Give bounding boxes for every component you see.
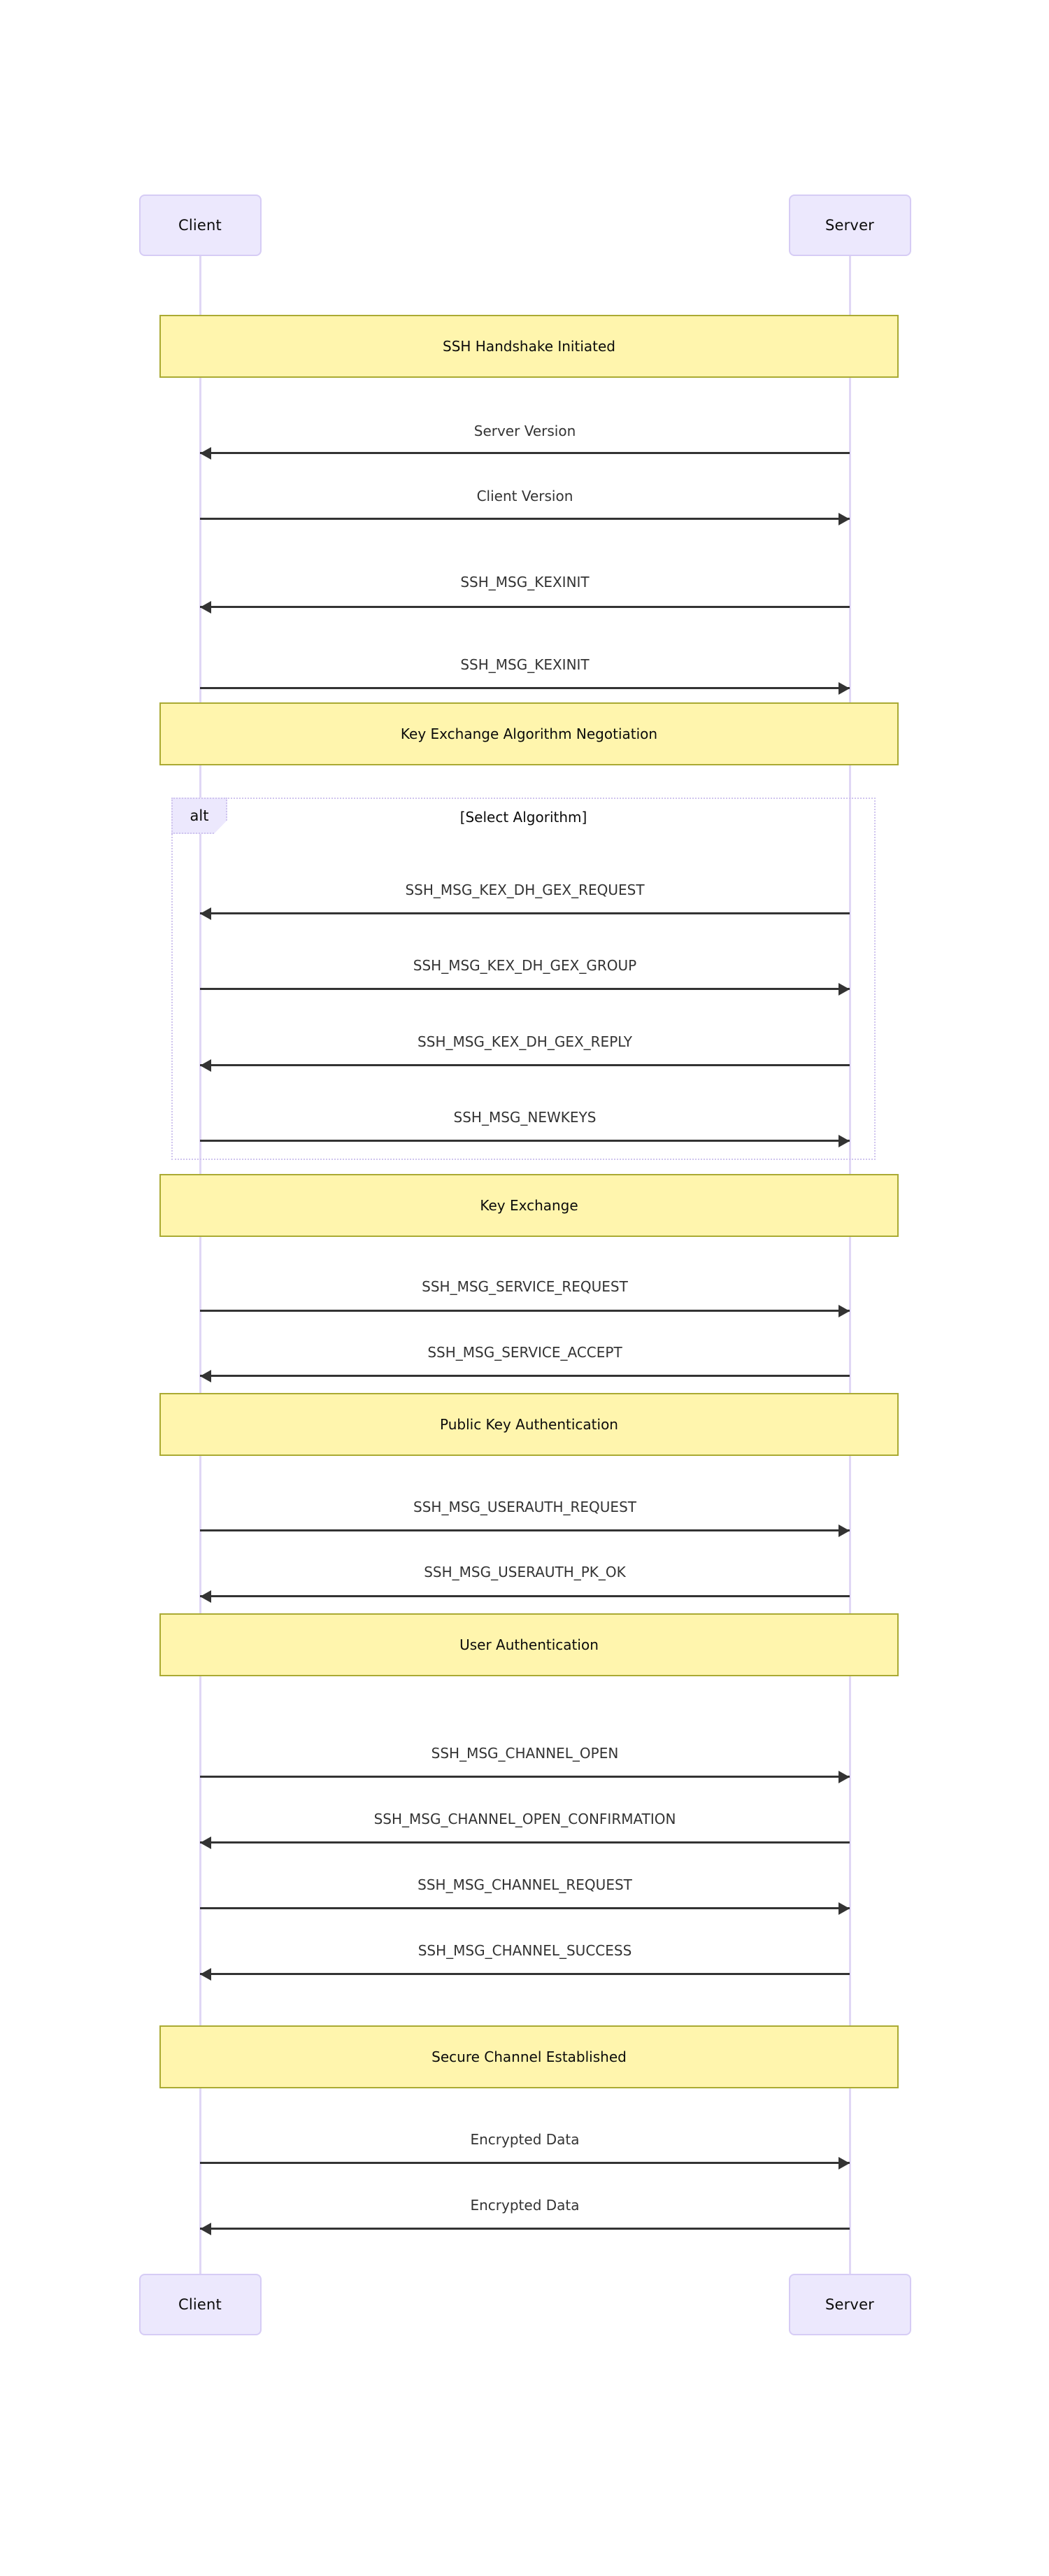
message-line-m15 [200, 1907, 850, 1909]
message-label-m04: SSH_MSG_KEXINIT [460, 656, 590, 673]
alt-block [171, 798, 876, 1160]
message-line-m11 [200, 1529, 850, 1531]
arrow-head-right-icon [839, 1134, 850, 1147]
note-label: User Authentication [459, 1636, 599, 1653]
arrow-head-right-icon [839, 2156, 850, 2170]
message-label-m02: Client Version [476, 488, 573, 504]
note-note-pubkey-auth: Public Key Authentication [159, 1393, 899, 1456]
message-label-m16: SSH_MSG_CHANNEL_SUCCESS [418, 1942, 632, 1959]
message-label-m05: SSH_MSG_KEX_DH_GEX_REQUEST [405, 882, 645, 898]
arrow-head-left-icon [200, 1967, 211, 1981]
actor-box-client-top[interactable]: Client [138, 194, 262, 256]
message-line-m07 [200, 1064, 850, 1066]
actor-box-server-top[interactable]: Server [788, 194, 911, 256]
note-label: SSH Handshake Initiated [443, 338, 615, 355]
lifeline-server [849, 256, 851, 2274]
arrow-head-left-icon [200, 446, 211, 460]
arrow-head-right-icon [839, 512, 850, 525]
message-label-m15: SSH_MSG_CHANNEL_REQUEST [418, 1876, 632, 1893]
note-note-secure-chan: Secure Channel Established [159, 2025, 899, 2088]
arrow-head-left-icon [200, 1369, 211, 1382]
arrow-head-left-icon [200, 1590, 211, 1603]
message-line-m13 [200, 1776, 850, 1778]
message-label-m09: SSH_MSG_SERVICE_REQUEST [422, 1278, 628, 1295]
alt-condition-label: [Select Algorithm] [459, 809, 587, 826]
alt-keyword-tag: alt [171, 798, 227, 834]
note-label: Secure Channel Established [431, 2048, 627, 2065]
message-line-m14 [200, 1841, 850, 1843]
note-note-key-exchange: Key Exchange [159, 1174, 899, 1237]
message-label-m10: SSH_MSG_SERVICE_ACCEPT [427, 1344, 622, 1361]
message-line-m16 [200, 1973, 850, 1975]
message-line-m17 [200, 2162, 850, 2164]
arrow-head-left-icon [200, 1836, 211, 1849]
arrow-head-right-icon [839, 982, 850, 996]
message-line-m12 [200, 1595, 850, 1597]
alt-keyword-label: alt [190, 807, 209, 824]
arrow-head-left-icon [200, 2222, 211, 2235]
message-line-m09 [200, 1310, 850, 1312]
note-note-handshake: SSH Handshake Initiated [159, 315, 899, 378]
message-line-m01 [200, 452, 850, 454]
message-label-m07: SSH_MSG_KEX_DH_GEX_REPLY [418, 1033, 632, 1050]
arrow-head-right-icon [839, 681, 850, 695]
message-label-m11: SSH_MSG_USERAUTH_REQUEST [413, 1499, 636, 1515]
actor-label-server-bottom: Server [825, 2296, 875, 2313]
message-label-m06: SSH_MSG_KEX_DH_GEX_GROUP [413, 957, 637, 974]
message-label-m08: SSH_MSG_NEWKEYS [453, 1109, 597, 1126]
arrow-head-left-icon [200, 600, 211, 614]
message-line-m02 [200, 518, 850, 520]
lifeline-client [199, 256, 201, 2274]
arrow-head-left-icon [200, 907, 211, 920]
message-label-m17: Encrypted Data [470, 2131, 580, 2148]
message-label-m12: SSH_MSG_USERAUTH_PK_OK [424, 1564, 626, 1580]
note-note-user-auth: User Authentication [159, 1613, 899, 1676]
message-line-m05 [200, 912, 850, 914]
message-label-m14: SSH_MSG_CHANNEL_OPEN_CONFIRMATION [373, 1811, 676, 1827]
message-line-m06 [200, 988, 850, 990]
message-line-m18 [200, 2228, 850, 2230]
actor-label-server-top: Server [825, 217, 875, 234]
actor-label-client-bottom: Client [178, 2296, 222, 2313]
note-label: Public Key Authentication [440, 1416, 618, 1433]
message-line-m03 [200, 606, 850, 608]
message-label-m18: Encrypted Data [470, 2197, 580, 2214]
message-label-m13: SSH_MSG_CHANNEL_OPEN [431, 1745, 619, 1762]
note-note-kex-neg: Key Exchange Algorithm Negotiation [159, 702, 899, 765]
arrow-head-right-icon [839, 1524, 850, 1537]
arrow-head-right-icon [839, 1304, 850, 1317]
message-label-m01: Server Version [473, 423, 576, 439]
arrow-head-left-icon [200, 1059, 211, 1072]
message-line-m08 [200, 1140, 850, 1142]
note-label: Key Exchange Algorithm Negotiation [400, 726, 658, 742]
note-label: Key Exchange [480, 1197, 578, 1214]
arrow-head-right-icon [839, 1770, 850, 1783]
message-line-m10 [200, 1375, 850, 1377]
actor-box-client-bottom[interactable]: Client [138, 2274, 262, 2335]
message-line-m04 [200, 687, 850, 689]
arrow-head-right-icon [839, 1902, 850, 1915]
actor-label-client-top: Client [178, 217, 222, 234]
message-label-m03: SSH_MSG_KEXINIT [460, 574, 590, 590]
actor-box-server-bottom[interactable]: Server [788, 2274, 911, 2335]
